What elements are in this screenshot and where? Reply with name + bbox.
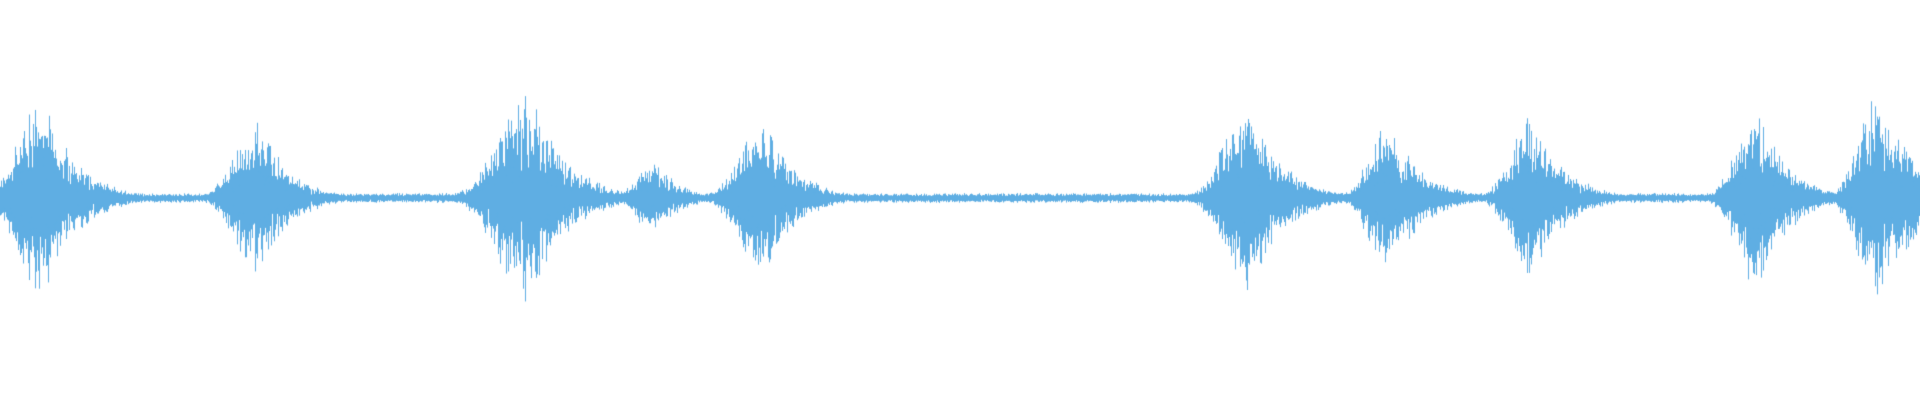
- audio-waveform[interactable]: [0, 0, 1920, 400]
- waveform-canvas[interactable]: [0, 0, 1920, 400]
